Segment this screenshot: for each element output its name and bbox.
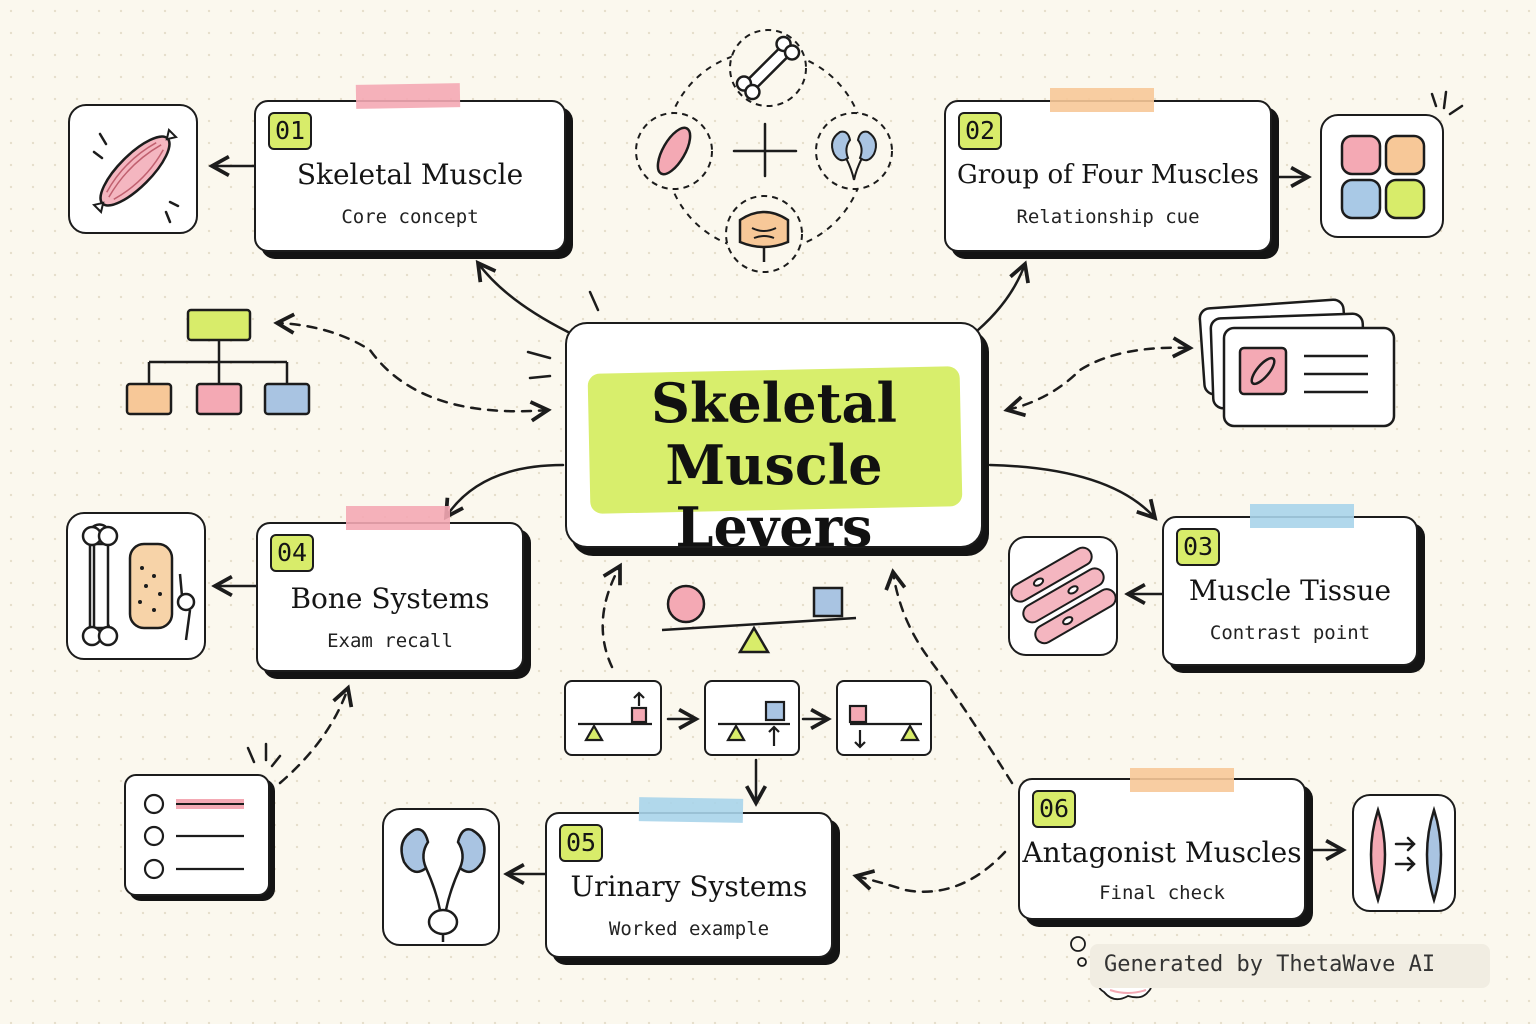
node-01-title: Skeletal Muscle xyxy=(296,158,524,191)
bone-icon xyxy=(729,29,807,107)
tape-pink xyxy=(355,83,461,109)
dashed-node06-to-center xyxy=(893,572,1014,785)
dashed-cards-to-center xyxy=(1007,348,1190,410)
node-01-subtitle: Core concept xyxy=(341,206,479,228)
tape-blue xyxy=(1250,504,1354,528)
node-05-subtitle: Worked example xyxy=(608,918,770,940)
arrow-to-node-03 xyxy=(988,463,1155,518)
node-01-card[interactable]: 01 Skeletal Muscle Core concept xyxy=(254,83,566,252)
node-05-title: Urinary Systems xyxy=(570,870,808,903)
node-03-card[interactable]: 03 Muscle Tissue Contrast point xyxy=(1162,504,1418,666)
flashcards-icon xyxy=(1198,298,1396,428)
watermark-text: Generated by ThetaWave AI xyxy=(1104,952,1436,977)
node-03-subtitle: Contrast point xyxy=(1209,622,1371,644)
dashed-hierarchy-to-center xyxy=(277,323,548,411)
central-title: Skeletal Muscle Levers xyxy=(650,371,898,559)
dashed-node06-to-node05 xyxy=(856,850,1007,893)
node-02-subtitle: Relationship cue xyxy=(1016,206,1200,228)
node-02-title: Group of Four Muscles xyxy=(956,160,1260,190)
arrow-to-node-04 xyxy=(446,463,565,517)
watermark-badge: Generated by ThetaWave AI xyxy=(1090,944,1490,988)
node-03-title: Muscle Tissue xyxy=(1188,574,1392,607)
node-06-card[interactable]: 06 Antagonist Muscles Final check xyxy=(1018,768,1306,920)
sparkle-marks xyxy=(1430,90,1464,116)
sparkle-marks xyxy=(246,742,282,768)
dashed-lever-to-center-left xyxy=(601,566,620,669)
lever-balance-icon xyxy=(661,584,857,654)
node-01-number: 01 xyxy=(268,112,313,150)
lever-step-3-icon xyxy=(836,680,932,756)
tape-orange xyxy=(1130,768,1234,792)
node-03-number: 03 xyxy=(1176,528,1221,566)
tape-orange xyxy=(1050,88,1154,112)
node-06-title: Antagonist Muscles xyxy=(1022,836,1302,869)
node-04-number: 04 xyxy=(270,534,315,572)
node-04-subtitle: Exam recall xyxy=(327,630,453,652)
muscle-tissue-icon xyxy=(1008,536,1118,656)
tape-blue xyxy=(638,797,744,823)
arrow-to-node-01 xyxy=(478,263,570,334)
four-squares-icon xyxy=(1320,114,1444,238)
central-topic-card[interactable]: Skeletal Muscle Levers xyxy=(565,322,983,558)
intestine-icon xyxy=(725,195,803,273)
checklist-icon xyxy=(124,774,270,896)
node-06-subtitle: Final check xyxy=(1099,882,1225,904)
arrow-to-node-02 xyxy=(976,264,1025,332)
organ-cluster-icon xyxy=(635,29,893,273)
antagonist-muscles-icon xyxy=(1352,794,1456,912)
node-02-card[interactable]: 02 Group of Four Muscles Relationship cu… xyxy=(944,88,1272,252)
node-02-number: 02 xyxy=(958,112,1003,150)
bones-icon xyxy=(66,512,206,660)
node-05-card[interactable]: 05 Urinary Systems Worked example xyxy=(545,797,833,958)
kidneys-icon xyxy=(382,808,500,946)
kidney-icon xyxy=(815,112,893,190)
node-04-card[interactable]: 04 Bone Systems Exam recall xyxy=(256,506,524,672)
lever-step-2-icon xyxy=(704,680,800,756)
muscle-icon xyxy=(68,104,198,234)
hierarchy-icon xyxy=(125,308,311,416)
dashed-checklist-to-node04 xyxy=(278,688,348,785)
lever-step-1-icon xyxy=(564,680,662,756)
tape-pink xyxy=(346,506,450,530)
node-06-number: 06 xyxy=(1032,790,1077,828)
node-05-number: 05 xyxy=(559,824,604,862)
muscle-icon xyxy=(635,112,713,190)
node-04-title: Bone Systems xyxy=(290,582,490,615)
